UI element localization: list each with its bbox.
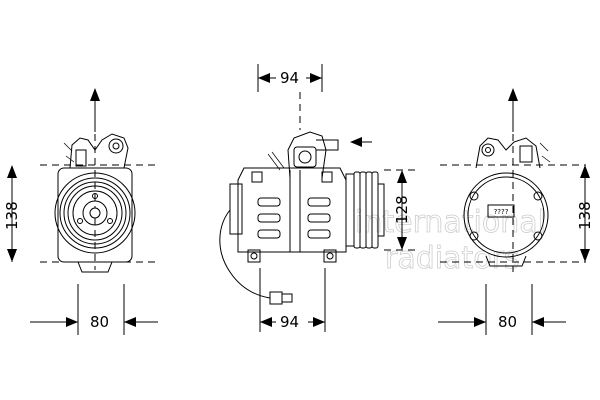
front-height-dimension: 138 — [3, 165, 21, 262]
side-bottom-width-label: 94 — [280, 313, 299, 331]
rear-height-label: 138 — [576, 201, 594, 230]
side-height-dimension: 128 — [384, 169, 420, 251]
rear-width-dimension: 80 — [438, 284, 566, 335]
rear-cover: ???? — [463, 172, 549, 267]
side-body — [229, 167, 347, 263]
front-width-label: 80 — [90, 313, 109, 331]
front-height-label: 138 — [3, 201, 21, 230]
rear-mount-bracket — [475, 137, 551, 169]
rear-width-label: 80 — [498, 313, 517, 331]
front-up-arrow-icon — [90, 88, 100, 132]
side-top-fitting — [267, 131, 339, 179]
rear-up-arrow-icon — [508, 88, 518, 132]
side-inlet-arrow-icon — [350, 137, 372, 147]
front-pulley — [54, 167, 136, 263]
front-view: 138 80 — [3, 88, 158, 335]
side-pulley — [345, 171, 385, 249]
side-wire-connector — [219, 209, 293, 305]
side-top-width-dimension: 94 — [257, 64, 323, 92]
rear-height-dimension: 138 — [576, 165, 594, 262]
rear-view: ???? 138 80 — [438, 88, 594, 335]
watermark-line-2: radiators — [385, 241, 520, 276]
side-bottom-width-dimension: 94 — [259, 268, 326, 332]
front-width-dimension: 80 — [30, 284, 158, 335]
side-height-label: 128 — [393, 195, 411, 224]
side-view: 94 — [219, 64, 420, 332]
front-mount-bracket — [63, 133, 129, 169]
rear-plate-text: ???? — [494, 208, 509, 216]
side-top-width-label: 94 — [280, 69, 299, 87]
